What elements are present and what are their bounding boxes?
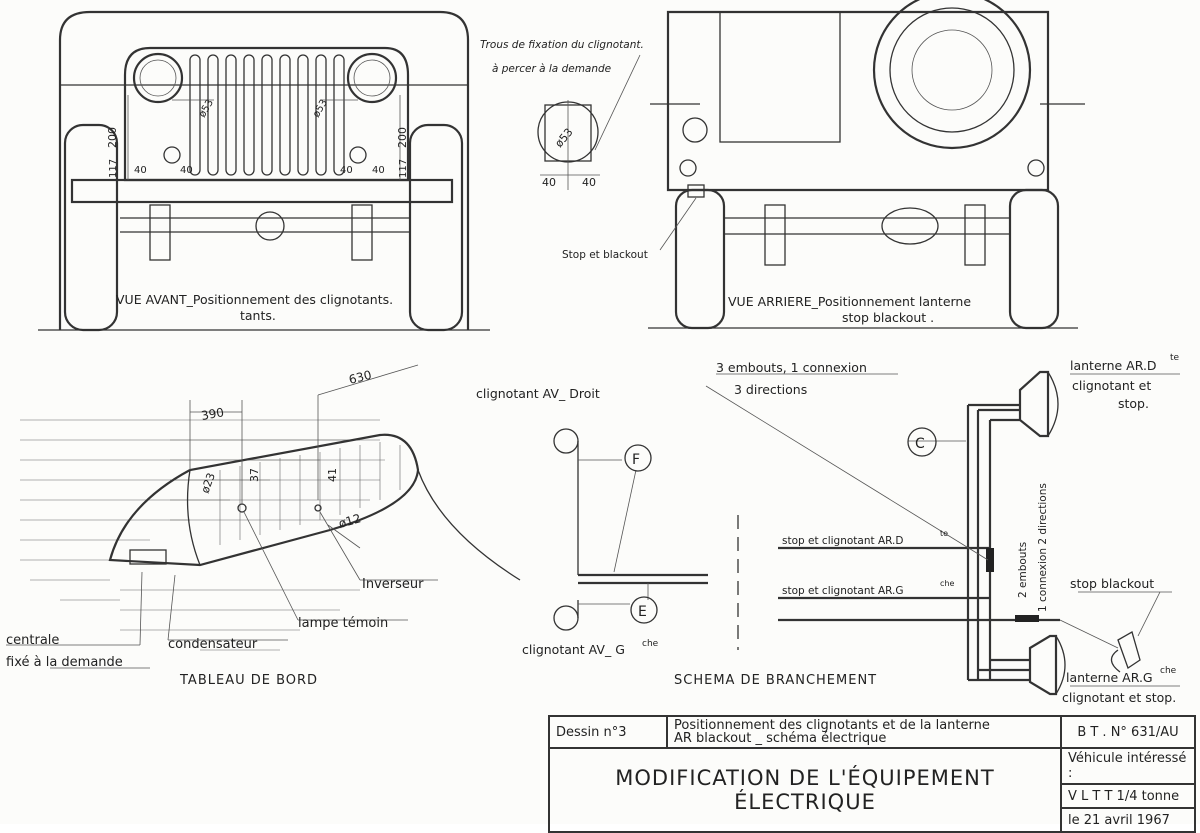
dash-fixe-label: fixé à la demande <box>6 655 123 670</box>
title-block: Dessin n°3 Positionnement des clignotant… <box>548 715 1196 833</box>
schema-clignotant-av-gauche-sup: che <box>642 639 659 649</box>
detail-dim-40-left: 40 <box>542 176 556 189</box>
schema-lanterne-ard: lanterne AR.D <box>1070 358 1157 373</box>
front-dim-117-left: 117 <box>108 159 119 178</box>
front-note-percer: à percer à la demande <box>492 63 611 75</box>
rear-view-drawing <box>648 0 1085 330</box>
dash-condensateur-label: condensateur <box>168 637 258 652</box>
schema-lanterne-arg: lanterne AR.G <box>1066 670 1153 685</box>
dash-dim-630: 630 <box>347 368 373 387</box>
schema-embouts-line1: 3 embouts, 1 connexion <box>716 360 867 375</box>
front-dim-phi53-right: ø53 <box>311 98 330 120</box>
front-dim-40-a: 40 <box>134 165 147 176</box>
dash-dim-phi12: ø12 <box>337 511 363 531</box>
dash-dim-phi23: ø23 <box>199 471 218 495</box>
vehicule-label: Véhicule intéressé : <box>1060 747 1196 785</box>
dash-centrale-label: centrale <box>6 633 59 648</box>
detail-dim-phi53: ø53 <box>552 126 575 150</box>
front-dim-40-b: 40 <box>180 165 193 176</box>
dash-dim-390: 390 <box>200 405 225 423</box>
description-line1: Positionnement des clignotants et de la … <box>674 718 990 733</box>
front-dim-40-c: 40 <box>340 165 353 176</box>
schema-embouts-line2: 3 directions <box>734 382 807 397</box>
dash-inverseur-label: Inverseur <box>362 577 424 592</box>
schema-embouts2-line1: 2 embouts <box>1017 542 1029 598</box>
schema-stop-clignotant-ard-sup: te <box>940 529 948 538</box>
schema-clignotant-et-stop-g: clignotant et stop. <box>1062 690 1176 705</box>
vehicule-value: V L T T 1/4 tonne <box>1060 783 1196 809</box>
wiring-schema-drawing <box>553 370 1180 696</box>
schema-stop-blackout: stop blackout <box>1070 576 1154 591</box>
schema-label-e: E <box>638 604 647 620</box>
front-view-drawing <box>38 10 641 332</box>
bt-number: B T . N° 631/AU <box>1060 715 1196 749</box>
rear-stop-blackout-label: Stop et blackout <box>562 249 648 261</box>
dash-lampe-temoin-label: lampe témoin <box>298 616 388 631</box>
schema-lanterne-ard-sup: te <box>1170 353 1180 363</box>
schema-stop-clignotant-ard: stop et clignotant AR.D <box>782 535 903 547</box>
dash-dim-37: 37 <box>248 468 261 482</box>
front-view-caption-line2: tants. <box>240 308 276 323</box>
front-dim-200-left: 200 <box>106 127 119 148</box>
dashboard-drawing <box>6 364 521 669</box>
drawing-date: le 21 avril 1967 <box>1060 807 1196 833</box>
schema-stop-clignotant-arg: stop et clignotant AR.G <box>782 585 904 597</box>
dessin-number: Dessin n°3 <box>548 715 668 749</box>
dash-dim-41: 41 <box>326 468 339 482</box>
schema-label-c: C <box>915 436 925 452</box>
description-line2: AR blackout _ schéma électrique <box>674 731 887 746</box>
drawing-description: Positionnement des clignotants et de la … <box>666 715 1062 749</box>
schema-stop-d: stop. <box>1118 396 1149 411</box>
schema-label-f: F <box>632 452 640 468</box>
schema-lanterne-arg-sup: che <box>1160 666 1177 676</box>
rear-view-caption-line1: VUE ARRIERE_Positionnement lanterne <box>728 294 971 309</box>
schema-embouts2-line2: 1 connexion 2 directions <box>1037 483 1049 612</box>
schema-clignotant-av-gauche: clignotant AV_ G <box>522 642 625 657</box>
rear-view-caption-line2: stop blackout . <box>842 310 934 325</box>
front-dim-117-right: 117 <box>398 159 409 178</box>
schema-clignotant-et-d: clignotant et <box>1072 378 1151 393</box>
front-view-caption-line1: VUE AVANT_Positionnement des clignotants… <box>116 292 393 307</box>
schema-caption: SCHEMA DE BRANCHEMENT <box>674 673 877 688</box>
schema-clignotant-av-droit: clignotant AV_ Droit <box>476 386 600 401</box>
front-dim-200-right: 200 <box>396 127 409 148</box>
main-title: MODIFICATION DE L'ÉQUIPEMENT ÉLECTRIQUE <box>548 747 1062 833</box>
detail-dim-40-right: 40 <box>582 176 596 189</box>
schema-stop-clignotant-arg-sup: che <box>940 579 954 588</box>
title-block-table: Dessin n°3 Positionnement des clignotant… <box>548 715 1196 833</box>
front-note-fixation: Trous de fixation du clignotant. <box>480 39 644 51</box>
dashboard-caption: TABLEAU DE BORD <box>179 673 318 688</box>
front-dim-40-d: 40 <box>372 165 385 176</box>
